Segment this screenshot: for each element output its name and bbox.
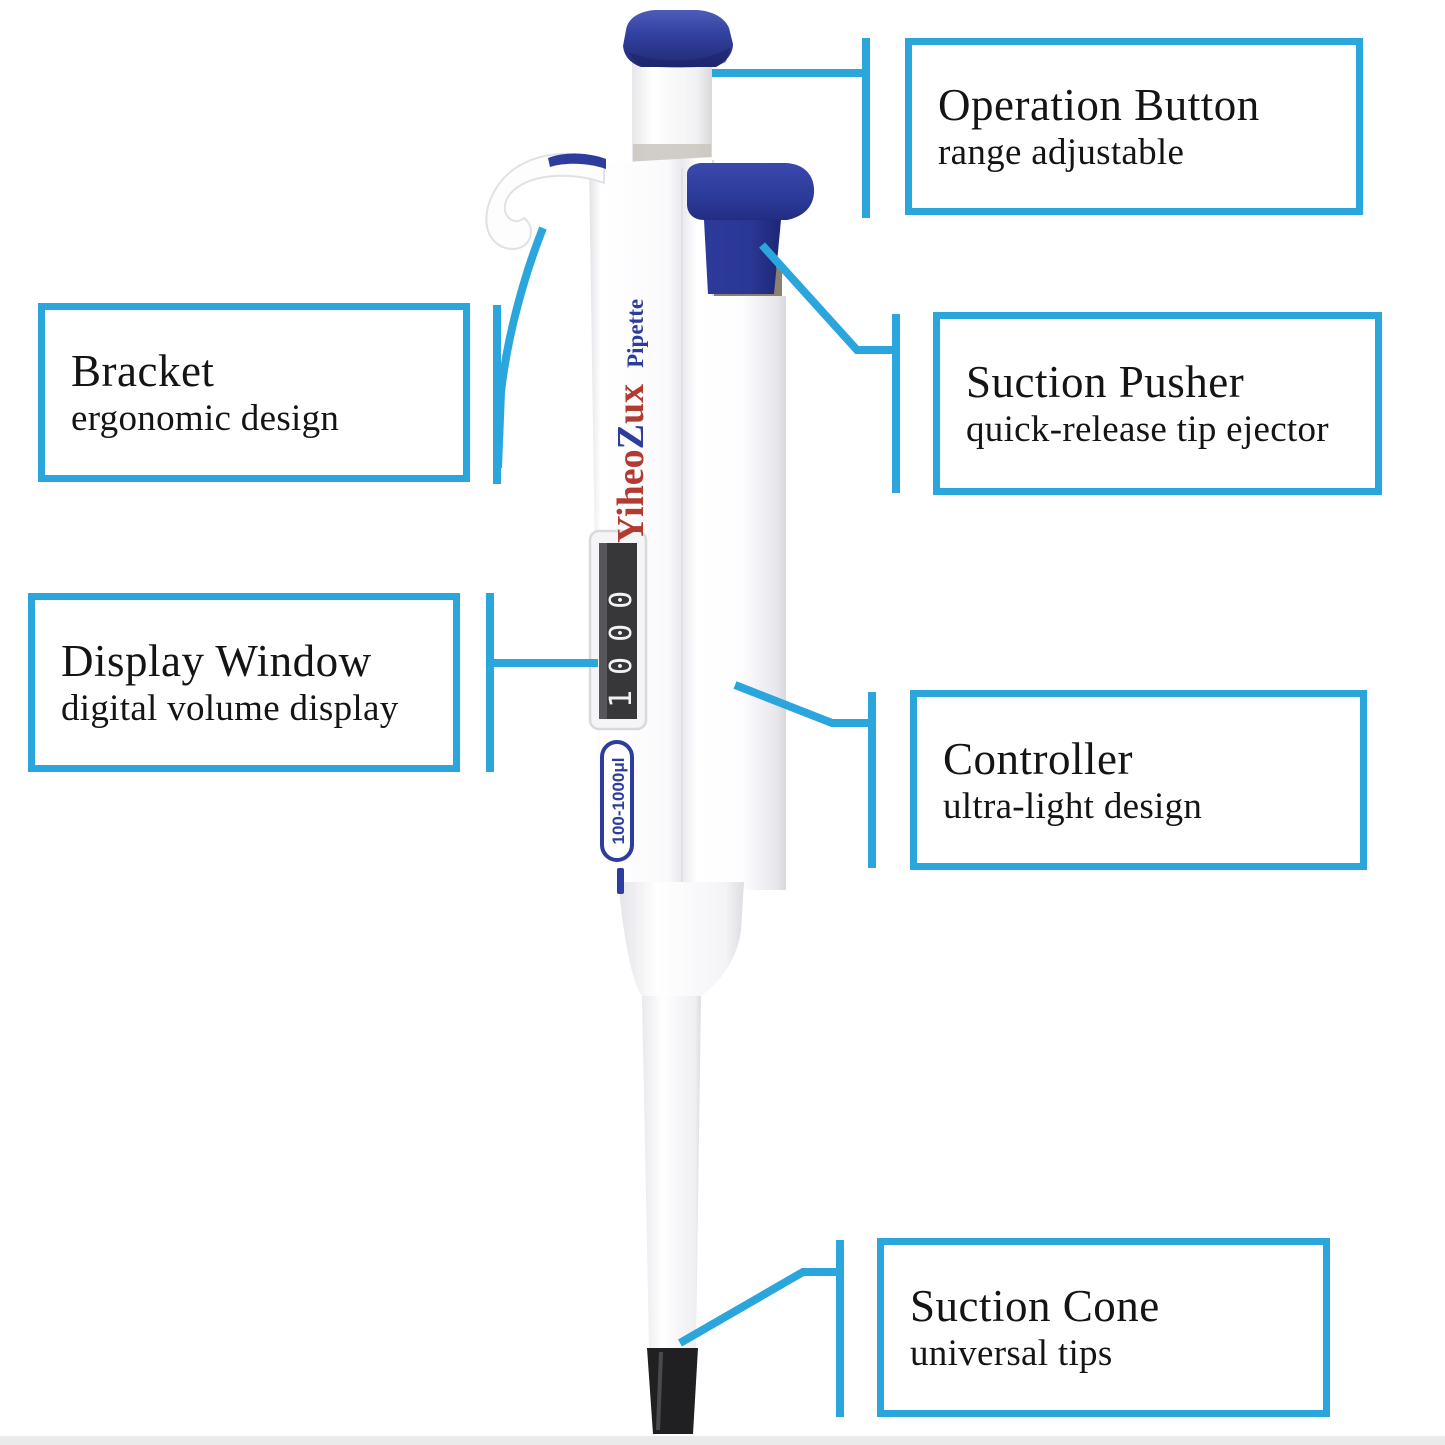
callout-title: Operation Button	[938, 80, 1260, 131]
callout-title: Suction Cone	[910, 1281, 1160, 1332]
volume-index-mark	[617, 868, 624, 894]
callout-subtitle: ultra-light design	[943, 785, 1203, 827]
callout-bracket: Bracket ergonomic design	[38, 303, 470, 482]
brand-suffix: Pipette	[623, 299, 648, 368]
callout-subtitle: ergonomic design	[71, 398, 340, 440]
lower-shaft	[642, 996, 701, 1348]
operation-button-knob	[623, 10, 733, 67]
volume-range-badge	[600, 740, 634, 862]
suction-pusher-cap	[687, 163, 815, 220]
callout-controller: Controller ultra-light design	[910, 690, 1367, 870]
brand-part1: Yiheo	[610, 449, 652, 543]
callout-display-window: Display Window digital volume display	[28, 593, 460, 772]
suction-cone-tip	[647, 1348, 698, 1434]
brand-part2: Z	[610, 424, 652, 449]
callout-subtitle: universal tips	[910, 1333, 1113, 1375]
callout-title: Suction Pusher	[966, 357, 1245, 408]
callout-title: Controller	[943, 733, 1133, 784]
suction-pusher-stem	[704, 220, 781, 294]
callout-subtitle: range adjustable	[938, 132, 1185, 174]
photo-bottom-edge	[0, 1436, 1445, 1445]
suction-cone-tip-highlight	[656, 1351, 663, 1431]
callout-subtitle: digital volume display	[61, 688, 399, 730]
connector-suction-pusher-lead	[759, 242, 893, 354]
connector-controller-lead	[733, 681, 868, 727]
volume-cone	[620, 882, 744, 996]
display-window-digits: 1000	[604, 576, 639, 708]
callout-subtitle: quick-release tip ejector	[966, 409, 1329, 451]
callout-suction-pusher: Suction Pusher quick-release tip ejector	[933, 312, 1382, 495]
connector-bracket-lead	[494, 226, 547, 469]
operation-button-knob-rim	[628, 48, 730, 68]
brand-text: YiheoZux Pipette	[610, 299, 652, 543]
brand-part3: ux	[610, 384, 652, 424]
callout-title: Bracket	[71, 346, 215, 397]
callout-operation-button: Operation Button range adjustable	[905, 38, 1363, 215]
display-window-screen-edge	[599, 543, 607, 719]
bracket-hook	[485, 153, 605, 250]
callout-suction-cone: Suction Cone universal tips	[877, 1238, 1330, 1417]
connector-suction-cone-lead	[678, 1268, 837, 1347]
callout-connectors	[486, 38, 900, 1417]
callout-title: Display Window	[61, 636, 372, 687]
volume-range-text: 100-1000μl	[609, 758, 628, 845]
bracket-hook-blue-strip	[548, 153, 606, 169]
